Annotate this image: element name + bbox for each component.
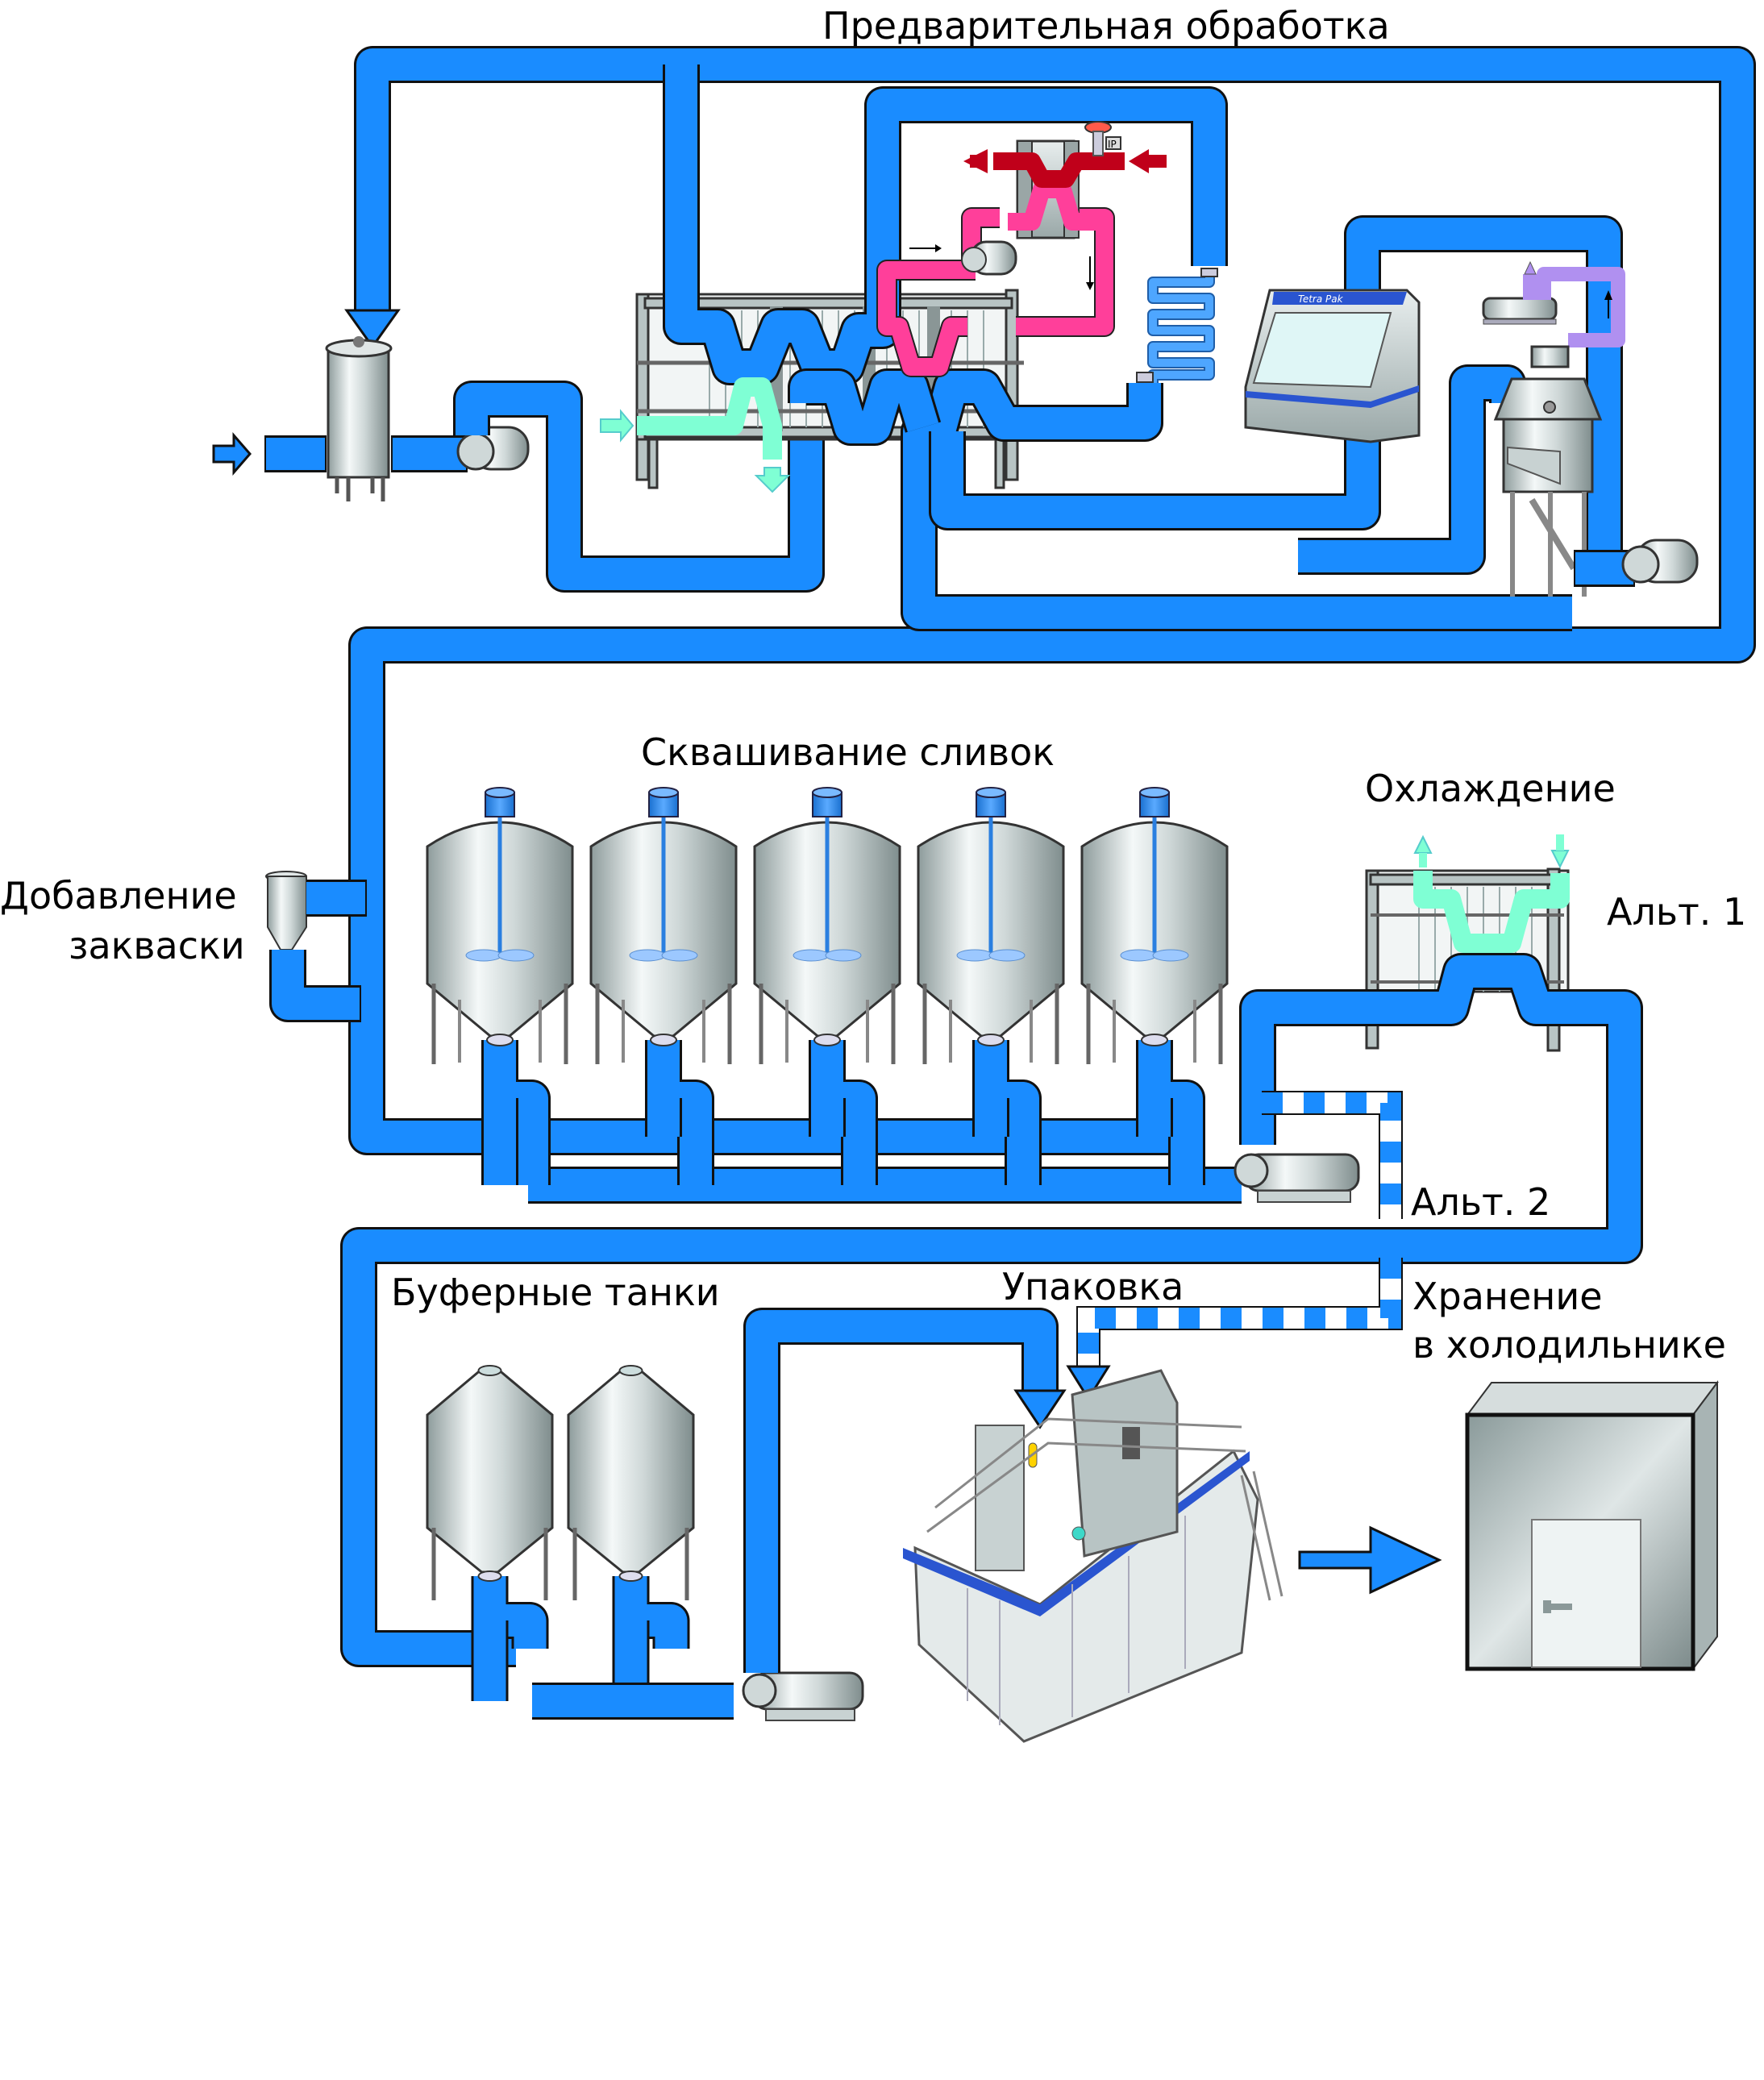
centrifugal-pump-icon bbox=[1234, 1153, 1360, 1203]
section-title-cream-ripening: Сквашивание сливок bbox=[641, 730, 1055, 774]
holding-tube-icon bbox=[1136, 268, 1218, 393]
steam-line: IP bbox=[963, 121, 1167, 188]
tank-icon bbox=[753, 787, 901, 1064]
alt-route-pipe bbox=[1066, 1258, 1403, 1401]
agitator-motor-icon bbox=[648, 787, 679, 817]
control-valve-icon: IP bbox=[1084, 121, 1121, 156]
label-cold-storage-2: в холодильнике bbox=[1412, 1323, 1726, 1367]
tetra-pak-cabinet-icon: Tetra Pak bbox=[1244, 289, 1421, 443]
ripening-manifold bbox=[481, 1040, 1205, 1185]
cold-room-icon bbox=[1465, 1380, 1719, 1671]
flow-arrow-up-icon bbox=[1604, 290, 1612, 300]
centrifugal-pump-icon bbox=[961, 240, 1017, 276]
agitator-motor-icon bbox=[485, 787, 515, 817]
product-pipe-main-loop bbox=[348, 46, 1756, 1155]
label-cold-storage-1: Хранение bbox=[1412, 1275, 1603, 1318]
ripening-tanks bbox=[426, 787, 1229, 1185]
arrow-down-icon bbox=[344, 309, 401, 349]
tank-icon bbox=[426, 1365, 554, 1600]
section-title-packaging: Упаковка bbox=[1002, 1265, 1184, 1308]
centrifugal-pump-icon bbox=[456, 426, 530, 471]
arrow-right-icon bbox=[212, 431, 252, 476]
ladder-icon bbox=[1240, 1471, 1283, 1601]
label-cooling: Охлаждение bbox=[1365, 767, 1616, 810]
arrow-up-icon bbox=[1524, 260, 1537, 275]
alt-route-pipe bbox=[1262, 1091, 1403, 1219]
vacuum-pump-icon bbox=[1482, 297, 1558, 325]
arrow-up-icon bbox=[1413, 834, 1433, 854]
arrow-left-icon bbox=[1129, 149, 1149, 173]
section-title-pretreatment: Предварительная обработка bbox=[822, 4, 1390, 48]
buffer-manifold bbox=[471, 1576, 690, 1701]
valve-tag: IP bbox=[1108, 139, 1117, 150]
arrow-down-icon bbox=[1550, 850, 1570, 869]
tank-icon bbox=[426, 787, 574, 1064]
packaging-section bbox=[426, 1258, 1719, 1743]
cooling-water-circuit bbox=[1413, 834, 1570, 953]
label-alt-1: Альт. 1 bbox=[1607, 890, 1747, 934]
pretreatment-section: IP Tetra Pak bbox=[212, 46, 1756, 1155]
label-alt-2: Альт. 2 bbox=[1411, 1180, 1551, 1224]
arrow-right-icon bbox=[600, 409, 634, 443]
tank-icon bbox=[325, 336, 393, 501]
arrow-right-icon bbox=[1298, 1525, 1442, 1595]
tank-icon bbox=[589, 787, 738, 1064]
flow-arrow-down-icon bbox=[1086, 256, 1094, 290]
tank-icon bbox=[917, 787, 1065, 1064]
cooling-water-circuit bbox=[600, 377, 791, 493]
agitator-motor-icon bbox=[1139, 787, 1170, 817]
flow-arrow-right-icon bbox=[909, 244, 942, 252]
starter-dosing-funnel-icon bbox=[265, 871, 307, 951]
arrow-down-icon bbox=[754, 467, 791, 493]
arrow-down-icon bbox=[1013, 1389, 1067, 1429]
centrifugal-pump-icon bbox=[742, 1671, 864, 1721]
tank-icon bbox=[1080, 787, 1229, 1064]
label-starter-addition-1: Добавление bbox=[0, 874, 237, 917]
arrow-down-icon bbox=[1066, 1365, 1111, 1401]
brand-label: Tetra Pak bbox=[1298, 293, 1344, 305]
section-title-buffer-tanks: Буферные танки bbox=[391, 1271, 720, 1314]
vacuum-line bbox=[1523, 260, 1625, 347]
agitator-motor-icon bbox=[812, 787, 842, 817]
label-starter-addition-2: закваски bbox=[69, 924, 245, 967]
ripening-section bbox=[265, 787, 1643, 1667]
centrifugal-pump-icon bbox=[1621, 539, 1699, 584]
tank-icon bbox=[567, 1365, 695, 1600]
filling-machine-icon bbox=[903, 1369, 1283, 1743]
agitator-motor-icon bbox=[976, 787, 1006, 817]
buffer-tanks bbox=[426, 1365, 695, 1701]
